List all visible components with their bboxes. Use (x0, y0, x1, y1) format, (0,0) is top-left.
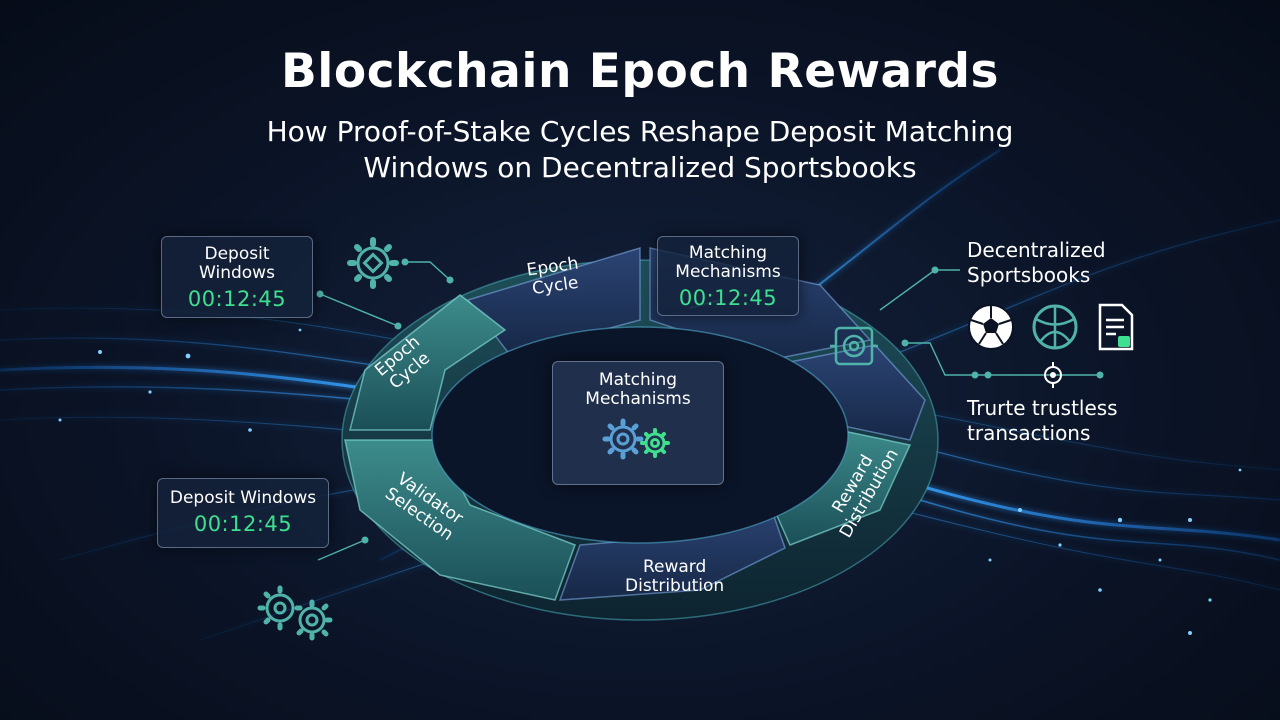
card-timer: 00:12:45 (193, 512, 293, 536)
basketball-icon (1032, 304, 1078, 350)
segment-label-line: Distribution (625, 576, 725, 596)
page-subtitle: How Proof-of-Stake Cycles Reshape Deposi… (140, 114, 1140, 186)
card-label: Windows (199, 263, 275, 283)
segment-label-line: Reward (642, 557, 707, 577)
matching-mechanisms-card-center: Matching Mechanisms (552, 361, 724, 485)
connector-top-left-card (319, 293, 399, 327)
target-chip-icon (830, 326, 878, 366)
subtitle-line-2: Windows on Decentralized Sportsbooks (363, 151, 917, 184)
subtitle-line-1: How Proof-of-Stake Cycles Reshape Deposi… (266, 115, 1014, 148)
gear-icon-top (347, 237, 399, 289)
card-label: Deposit Windows (169, 488, 317, 508)
matching-mechanisms-card-top: Matching Mechanisms 00:12:45 (657, 236, 799, 316)
card-label: Mechanisms (585, 389, 691, 409)
connector-gear-top (405, 261, 451, 281)
deposit-windows-card-bottom: Deposit Windows 00:12:45 (157, 478, 329, 548)
gears-icon-bottom-left (257, 585, 333, 641)
heading-line: Decentralized (967, 238, 1106, 262)
connector-right-icons (905, 342, 1100, 376)
card-label: Mechanisms (675, 262, 781, 282)
segment-label-epoch-cycle-top: Epoch Cycle (525, 254, 583, 300)
page-title: Blockchain Epoch Rewards (280, 44, 1000, 99)
connector-right-heading (879, 269, 960, 311)
caption-line: Trurte trustless (967, 396, 1118, 420)
segment-label-reward-bottom: Reward Distribution (625, 558, 724, 596)
card-label: Matching (688, 243, 768, 263)
gears-icon (602, 418, 670, 460)
sportsbooks-heading: Decentralized Sportsbooks (967, 238, 1106, 288)
segment-epoch-cycle-left (349, 294, 507, 431)
heading-line: Sportsbooks (967, 263, 1091, 287)
crosshair-icon (1044, 362, 1062, 388)
card-label: Matching (598, 370, 678, 390)
deposit-windows-card-top: Deposit Windows 00:12:45 (161, 236, 313, 318)
trustless-caption: Trurte trustless transactions (967, 396, 1118, 446)
soccer-ball-icon (968, 304, 1014, 350)
caption-line: transactions (967, 421, 1091, 445)
card-label: Deposit (204, 244, 270, 264)
document-icon (1098, 303, 1134, 351)
card-timer: 00:12:45 (678, 286, 778, 310)
connector-bottom-left-card (317, 539, 366, 561)
card-timer: 00:12:45 (187, 287, 287, 311)
